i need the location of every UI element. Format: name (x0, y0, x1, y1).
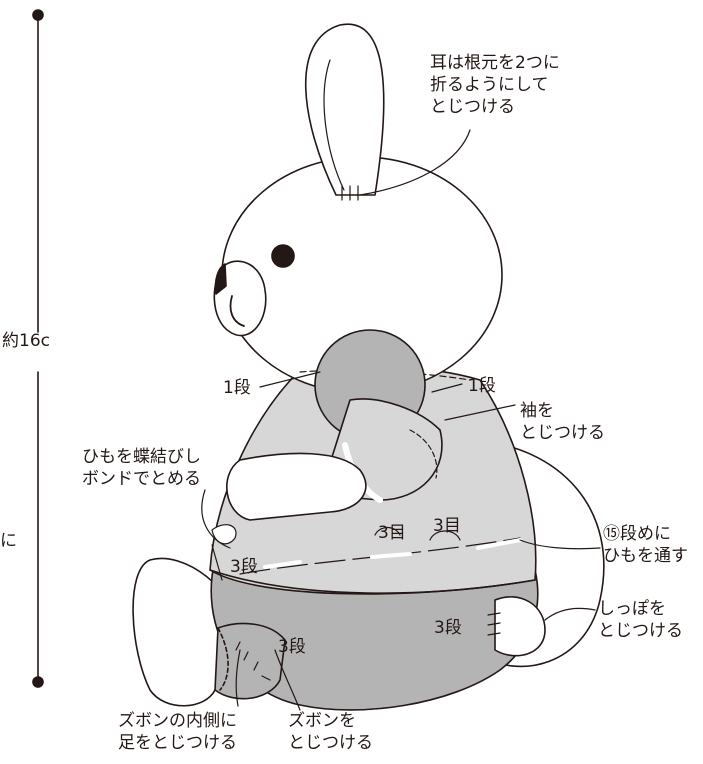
leg-label: ズボンの内側に 足をとじつける (118, 711, 237, 753)
row1-right-label: 1段 (468, 376, 496, 396)
ear (304, 23, 385, 196)
paw (226, 452, 367, 521)
ear-label: 耳は根元を2つに 折るようにして とじつける (430, 53, 560, 117)
stitch3-right-label: 3目 (433, 516, 461, 536)
stitch3-left-label: 3目 (378, 523, 406, 543)
string-label: ひもを蝶結びし ボンドでとめる (82, 447, 201, 489)
tail (494, 596, 546, 657)
sleeve-label: 袖を とじつける (520, 401, 605, 443)
leg-row-label: 3段 (278, 637, 306, 657)
left-cut-label: に (0, 531, 17, 551)
eye (271, 244, 295, 268)
row1-left-label: 1段 (223, 378, 251, 398)
row15-label: ⑮段めに ひもを通す (603, 524, 688, 566)
height-dimension (32, 9, 44, 688)
pants-label: ズボンを とじつける (288, 711, 373, 753)
muzzle (213, 260, 267, 337)
height-label: 約16c (2, 331, 50, 351)
row3-left-label: 3段 (230, 557, 258, 577)
tail-row-label: 3段 (434, 618, 462, 638)
pants-leg (214, 622, 286, 700)
tail-label: しっぽを とじつける (598, 599, 683, 641)
leader-lines (201, 129, 601, 711)
